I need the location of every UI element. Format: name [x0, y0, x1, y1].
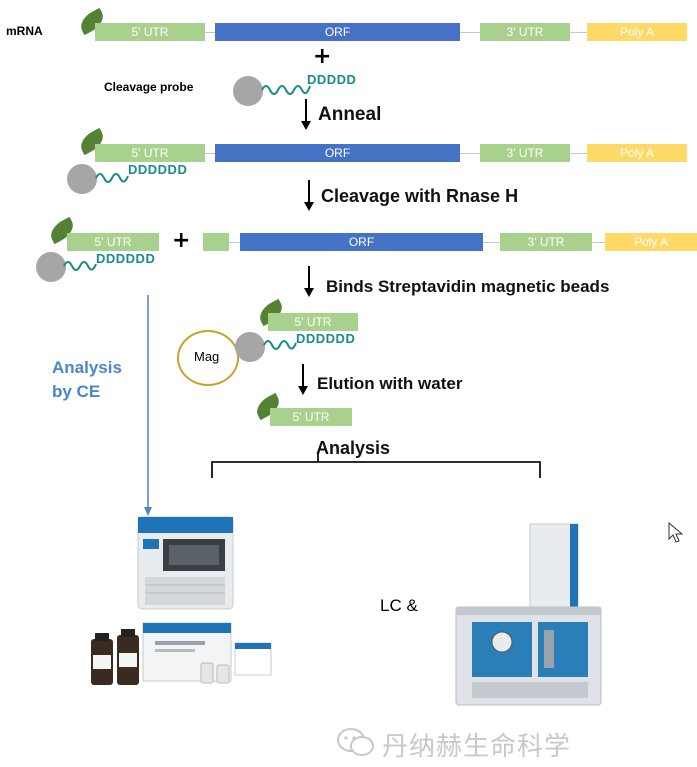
- mouse-cursor-icon: [668, 521, 684, 543]
- step-anneal: Anneal: [318, 104, 382, 125]
- segment-polya: Poly A: [587, 23, 687, 41]
- plus-sign: +: [172, 228, 191, 253]
- side-analysis-line1: Analysis: [52, 358, 122, 377]
- lc-ms-instrument-icon: [455, 523, 602, 706]
- segment-orf: ORF: [240, 233, 483, 251]
- segment-5utr: 5' UTR: [95, 144, 205, 162]
- wechat-logo-icon: [337, 728, 374, 756]
- step-elution: Elution with water: [317, 374, 463, 393]
- segment-5utr-fragment: [203, 233, 229, 251]
- lc-label: LC &: [380, 596, 418, 615]
- probe-wave-icon: [63, 261, 97, 271]
- segment-3utr: 3' UTR: [480, 144, 570, 162]
- probe-dna-letters: DDDDDD: [128, 162, 188, 177]
- probe-dna-letters: DDDDDD: [96, 251, 156, 266]
- mrna-label: mRNA: [6, 24, 43, 38]
- segment-3utr: 3' UTR: [500, 233, 592, 251]
- probe-wave-icon: [261, 85, 311, 95]
- probe-label: Cleavage probe: [104, 80, 194, 94]
- down-arrow-icon: [301, 99, 311, 130]
- analysis-bracket-icon: [211, 452, 541, 478]
- segment-5utr: 5' UTR: [67, 233, 159, 251]
- watermark-text: 丹纳赫生命科学: [382, 732, 572, 762]
- mag-label: Mag: [194, 349, 220, 364]
- side-analysis-line2: by CE: [52, 382, 101, 401]
- segment-polya: Poly A: [605, 233, 697, 251]
- probe-wave-icon: [95, 173, 129, 183]
- biotin-ball-icon: [67, 164, 97, 194]
- probe-dna-letters: DDDDD: [307, 72, 357, 87]
- down-arrow-icon: [304, 266, 314, 297]
- ce-instrument-icon: [137, 516, 234, 610]
- step-cleavage: Cleavage with Rnase H: [321, 186, 519, 206]
- mag-bead-icon: [177, 330, 239, 386]
- probe-wave-icon: [263, 340, 297, 350]
- step-analysis: Analysis: [316, 438, 391, 458]
- down-arrow-icon: [298, 364, 308, 395]
- segment-orf: ORF: [215, 144, 460, 162]
- reagent-kit-icon: [91, 622, 272, 685]
- step-binds: Binds Streptavidin magnetic beads: [326, 277, 610, 296]
- segment-polya: Poly A: [587, 144, 687, 162]
- segment-5utr: 5' UTR: [270, 408, 352, 426]
- segment-3utr: 3' UTR: [480, 23, 570, 41]
- plus-sign: +: [313, 44, 332, 69]
- ce-arrow-icon: [144, 295, 152, 516]
- biotin-ball-icon: [36, 252, 66, 282]
- down-arrow-icon: [304, 180, 314, 211]
- segment-5utr: 5' UTR: [268, 313, 358, 331]
- probe-dna-letters: DDDDDD: [296, 331, 356, 346]
- segment-orf: ORF: [215, 23, 460, 41]
- biotin-ball-icon: [235, 332, 265, 362]
- biotin-ball-icon: [233, 76, 263, 106]
- segment-5utr: 5' UTR: [95, 23, 205, 41]
